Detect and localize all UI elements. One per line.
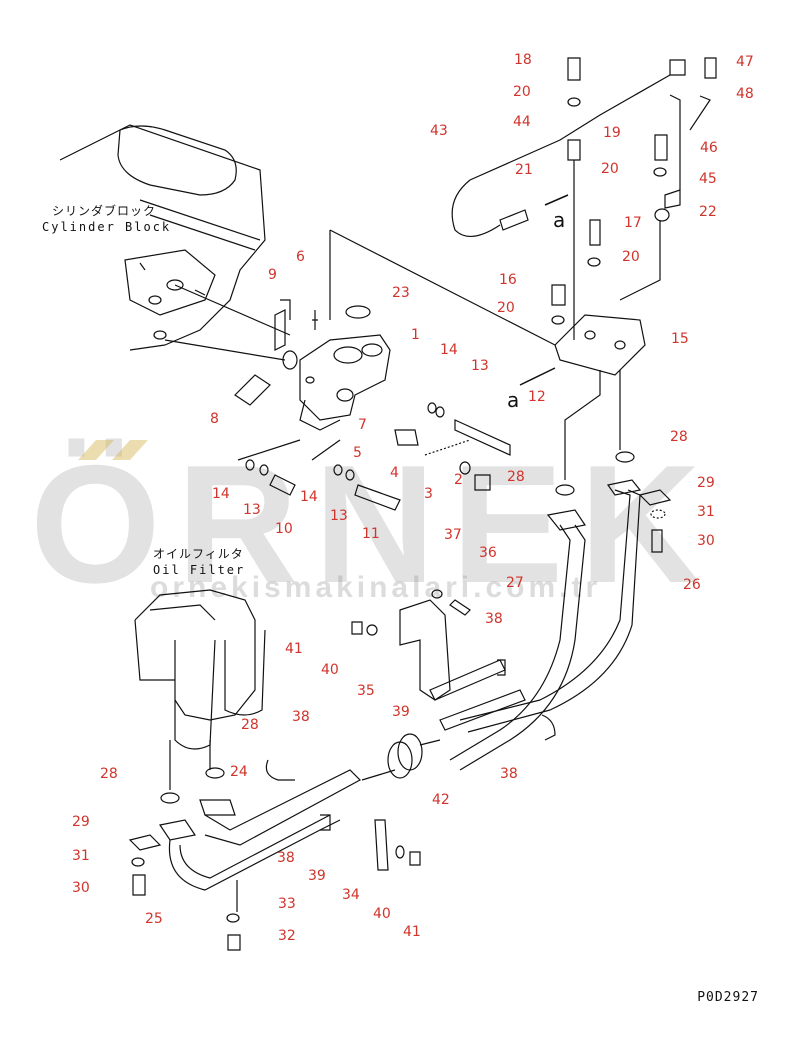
- part-number: 40: [373, 906, 391, 922]
- part-number: 14: [300, 489, 318, 505]
- view-a-top: a: [553, 208, 566, 232]
- part-number: 38: [485, 611, 503, 627]
- part-number: 24: [230, 764, 248, 780]
- part-number: 43: [430, 123, 448, 139]
- part-number: 28: [100, 766, 118, 782]
- part-number: 7: [358, 417, 367, 433]
- view-a-mid: a: [507, 388, 520, 412]
- part-number: 6: [296, 249, 305, 265]
- part-number: 22: [699, 204, 717, 220]
- part-number: 35: [357, 683, 375, 699]
- cylinder-block-drawing: [59, 124, 266, 351]
- part-number: 2: [454, 472, 463, 488]
- part-number: 28: [670, 429, 688, 445]
- part-number: 3: [424, 486, 433, 502]
- part-number: 40: [321, 662, 339, 678]
- part-number: 30: [697, 533, 715, 549]
- part-number: 13: [243, 502, 261, 518]
- cylinder-block-label-jp: シリンダブロック: [52, 204, 157, 218]
- part-number: 14: [440, 342, 458, 358]
- part-number: 8: [210, 411, 219, 427]
- part-number: 13: [330, 508, 348, 524]
- part-number: 33: [278, 896, 296, 912]
- part-number: 16: [499, 272, 517, 288]
- part-number: 20: [622, 249, 640, 265]
- part-number: 26: [683, 577, 701, 593]
- part-number: 4: [390, 465, 399, 481]
- part-number: 34: [342, 887, 360, 903]
- watermark-umlaut: [78, 440, 148, 460]
- part-number: 19: [603, 125, 621, 141]
- part-number: 38: [292, 709, 310, 725]
- part-number: 17: [624, 215, 642, 231]
- part-number: 11: [362, 526, 380, 542]
- part-number: 30: [72, 880, 90, 896]
- part-number: 27: [506, 575, 524, 591]
- part-number: 21: [515, 162, 533, 178]
- part-number: 9: [268, 267, 277, 283]
- drawing-code: P0D2927: [697, 990, 759, 1005]
- housing-drawing: [299, 305, 391, 431]
- part-number: 18: [514, 52, 532, 68]
- part-number: 45: [699, 171, 717, 187]
- part-number: 41: [403, 924, 421, 940]
- part-number: 14: [212, 486, 230, 502]
- part-number: 13: [471, 358, 489, 374]
- part-number: 42: [432, 792, 450, 808]
- cylinder-block-label-en: Cylinder Block: [42, 220, 172, 234]
- part-number: 46: [700, 140, 718, 156]
- part-number: 20: [601, 161, 619, 177]
- part-number: 38: [500, 766, 518, 782]
- part-number: 48: [736, 86, 754, 102]
- watermark-brand: ÖRNEK: [30, 430, 717, 618]
- part-number: 12: [528, 389, 546, 405]
- part-number: 39: [308, 868, 326, 884]
- part-number: 28: [507, 469, 525, 485]
- part-number: 20: [497, 300, 515, 316]
- part-number: 23: [392, 285, 410, 301]
- part-number: 15: [671, 331, 689, 347]
- part-number: 41: [285, 641, 303, 657]
- part-number: 1: [411, 327, 420, 343]
- part-number: 29: [72, 814, 90, 830]
- oil-filter-label-en: Oil Filter: [153, 563, 246, 577]
- watermark-url: ornekismakinalari.com.tr: [150, 571, 602, 604]
- part-number: 47: [736, 54, 754, 70]
- part-number: 38: [277, 850, 295, 866]
- part-number: 10: [275, 521, 293, 537]
- part-number: 39: [392, 704, 410, 720]
- part-number: 25: [145, 911, 163, 927]
- part-number: 31: [697, 504, 715, 520]
- part-number: 36: [479, 545, 497, 561]
- part-number: 32: [278, 928, 296, 944]
- oil-filter-label-jp: オイルフィルタ: [153, 547, 244, 561]
- part-number: 44: [513, 114, 531, 130]
- part-number: 37: [444, 527, 462, 543]
- part-number: 28: [241, 717, 259, 733]
- part-number: 20: [513, 84, 531, 100]
- part-number: 5: [353, 445, 362, 461]
- part-number: 29: [697, 475, 715, 491]
- part-number: 31: [72, 848, 90, 864]
